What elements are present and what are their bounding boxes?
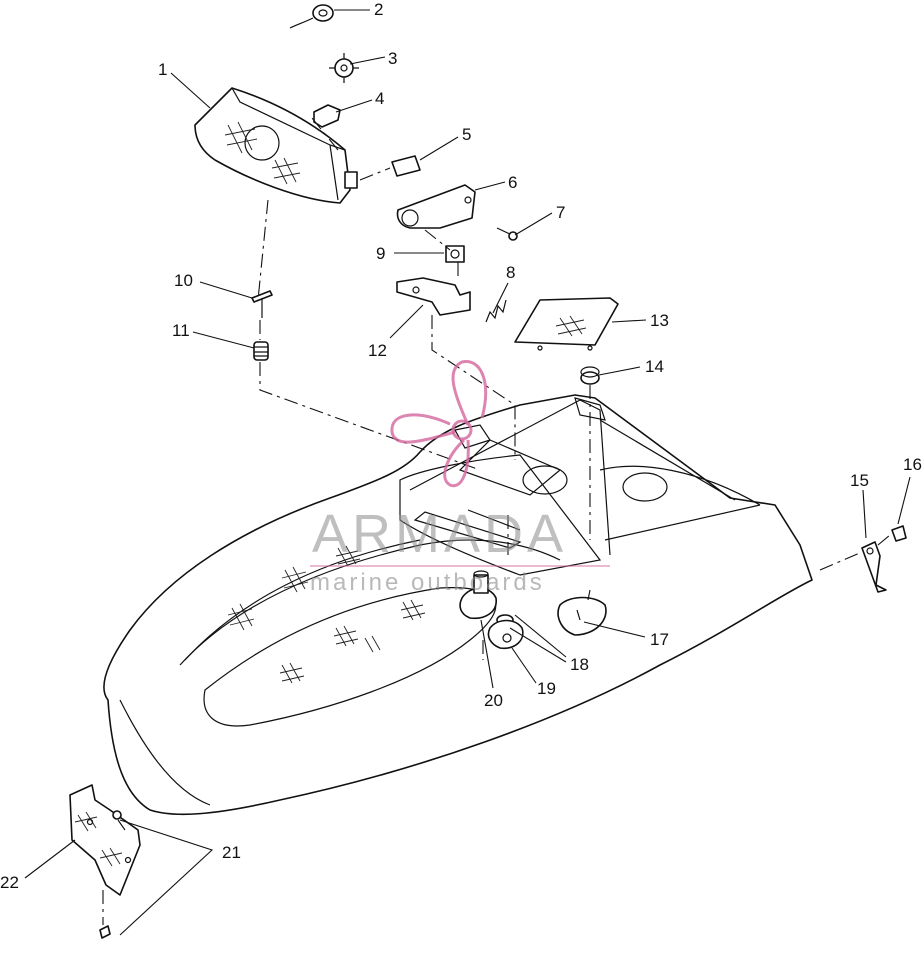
callout-8: 8 — [506, 263, 515, 282]
part-1-lamp-housing — [194, 87, 358, 204]
part-5-pad — [391, 155, 421, 177]
callout-4: 4 — [375, 89, 384, 108]
part-3-socket — [329, 53, 359, 83]
part-20-latch-post — [459, 570, 497, 620]
watermark-brand: ARMADA — [312, 504, 567, 564]
part-4-clip — [313, 104, 341, 128]
callout-13: 13 — [650, 311, 669, 330]
part-8-spring — [485, 299, 507, 323]
callout-17: 17 — [650, 630, 669, 649]
part-12-latch-bracket — [396, 277, 471, 316]
part-10-pin — [251, 290, 273, 318]
part-11-grommet — [253, 341, 269, 361]
callout-6: 6 — [508, 173, 517, 192]
watermark-tagline: marine outboards — [310, 569, 545, 596]
callout-16: 16 — [903, 455, 922, 474]
callout-7: 7 — [556, 203, 565, 222]
callout-10: 10 — [174, 271, 193, 290]
part-2-bulb — [289, 4, 334, 29]
part-13-cover-panel — [514, 297, 619, 351]
part-16-cap — [891, 525, 907, 542]
callout-22: 22 — [0, 873, 19, 892]
callout-labels: 1 2 3 4 5 6 7 8 9 10 11 12 13 14 15 16 1… — [0, 0, 922, 892]
part-21-screws — [99, 810, 122, 939]
callout-15: 15 — [850, 471, 869, 490]
part-9-nut — [445, 245, 465, 263]
part-7-screw — [496, 227, 518, 241]
callout-5: 5 — [462, 125, 471, 144]
assembly-lines — [102, 117, 891, 925]
callout-1: 1 — [158, 60, 167, 79]
part-15-lever — [861, 541, 887, 593]
callout-3: 3 — [388, 49, 397, 68]
hood-body — [103, 394, 813, 816]
part-19-plate — [487, 619, 524, 650]
callout-21: 21 — [222, 843, 241, 862]
callout-19: 19 — [537, 679, 556, 698]
leader-lines — [24, 9, 911, 936]
part-6-mounting-bracket — [396, 184, 476, 229]
callout-2: 2 — [374, 0, 383, 19]
callout-14: 14 — [645, 357, 664, 376]
part-14-grommet — [580, 366, 600, 385]
part-22-lower-bracket — [69, 784, 141, 896]
callout-11: 11 — [172, 321, 190, 340]
callout-12: 12 — [368, 341, 387, 360]
callout-9: 9 — [376, 244, 385, 263]
callout-18: 18 — [570, 655, 589, 674]
callout-20: 20 — [484, 691, 503, 710]
watermark-logo — [390, 360, 487, 488]
